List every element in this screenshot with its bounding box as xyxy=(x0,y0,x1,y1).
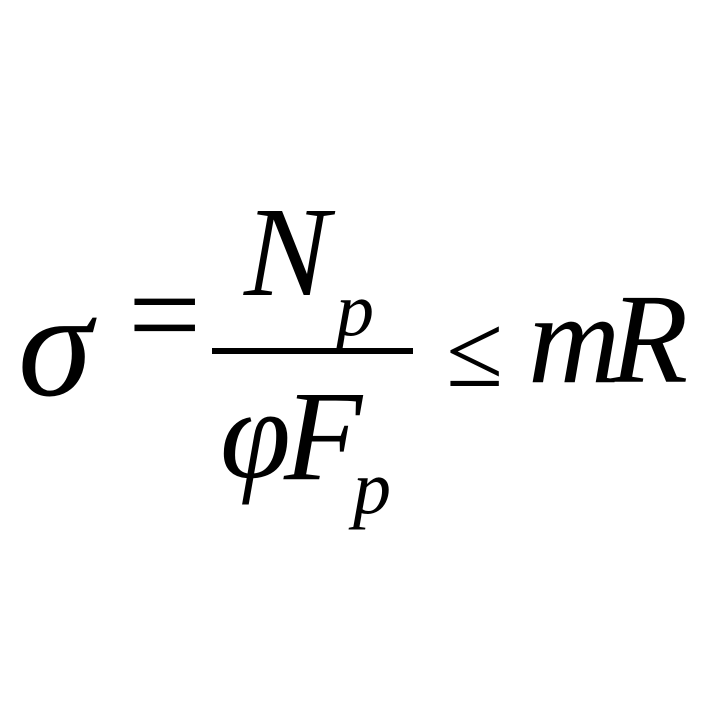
equals-sign: = xyxy=(128,243,202,387)
fraction-bar xyxy=(212,348,413,354)
factor-variable: m xyxy=(528,268,621,410)
numerator-variable: N xyxy=(244,181,330,323)
resistance-variable: R xyxy=(610,268,689,410)
less-than-or-equal-sign: ≤ xyxy=(446,294,504,409)
denominator-coefficient: φ xyxy=(220,363,291,505)
denominator-variable: F xyxy=(284,365,363,507)
numerator-subscript: p xyxy=(336,268,374,352)
sigma-symbol: σ xyxy=(18,262,92,428)
denominator-subscript: p xyxy=(353,446,391,530)
